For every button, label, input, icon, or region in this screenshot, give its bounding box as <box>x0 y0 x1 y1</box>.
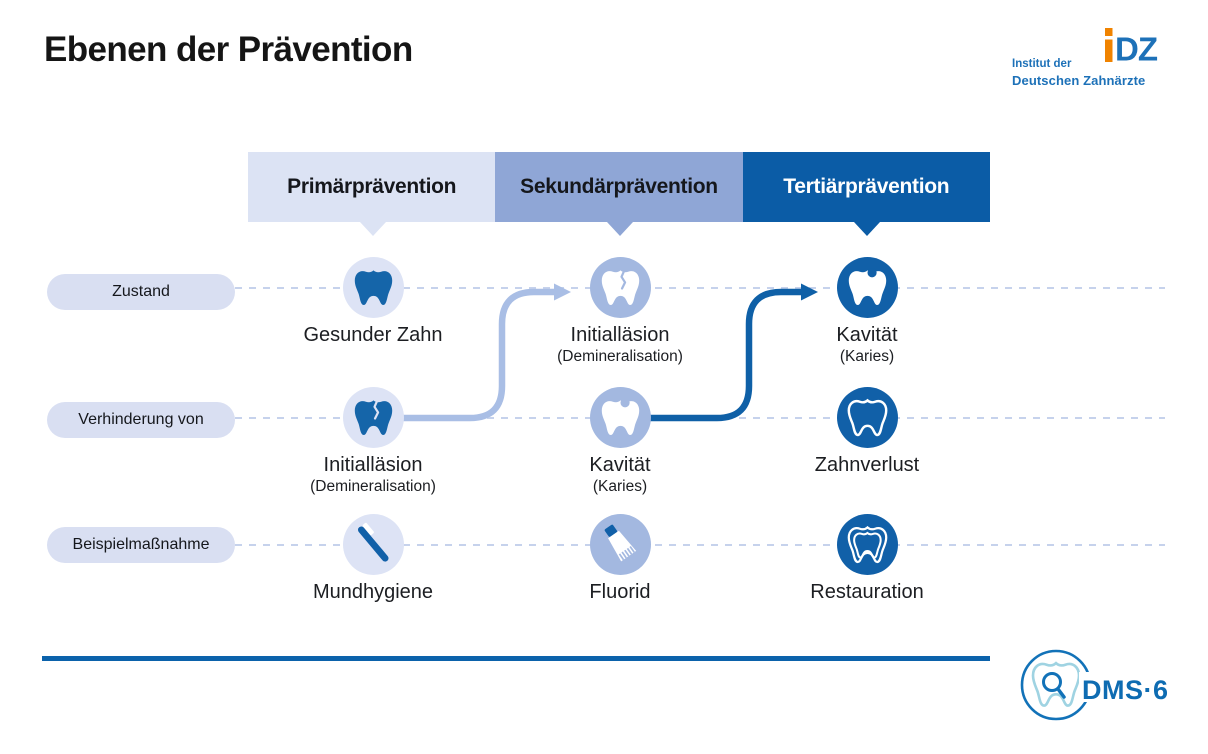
idz-wordmark-icon: DZ <box>1105 28 1159 63</box>
cell-verhinderung-tertiaer: Zahnverlust <box>747 387 987 477</box>
header-primary-prevention: Primärprävention <box>248 152 496 222</box>
tooth-healthy-icon <box>342 257 404 318</box>
cell-massnahme-primaer: Mundhygiene <box>253 514 493 604</box>
idz-i-mark <box>1105 28 1113 62</box>
header-pointer-primary <box>360 222 386 236</box>
dms6-magnifier-icon <box>1042 672 1066 699</box>
toothpaste-icon <box>589 514 651 575</box>
row-guide-line-1 <box>235 287 1165 289</box>
dms6-logo: DMS·6 <box>1020 649 1176 721</box>
row-label-beispielmassnahme: Beispielmaßnahme <box>47 527 235 563</box>
bottom-divider <box>42 656 990 661</box>
cell-title: Restauration <box>810 581 924 603</box>
toothbrush-icon <box>342 514 404 575</box>
header-pointer-tertiary <box>854 222 880 236</box>
idz-institute-line1: Institut der <box>1012 58 1072 70</box>
cell-zustand-tertiaer: Kavität (Karies) <box>747 257 987 366</box>
cell-title: Gesunder Zahn <box>303 324 443 346</box>
cell-title: Kavität <box>589 454 651 476</box>
header-pointer-secondary <box>607 222 633 236</box>
cell-subtitle: (Karies) <box>839 348 895 365</box>
dms6-label: DMS·6 <box>1082 675 1169 705</box>
cell-subtitle: (Demineralisation) <box>557 348 683 365</box>
idz-institute-line2: Deutschen Zahnärzte <box>1012 73 1146 88</box>
tooth-initial-lesion-icon <box>342 387 404 448</box>
prevention-levels-header: Primärprävention Sekundärprävention Tert… <box>248 152 990 222</box>
page-title: Ebenen der Prävention <box>44 30 413 69</box>
cell-title: Initialläsion <box>570 324 670 346</box>
cell-verhinderung-sekundaer: Kavität (Karies) <box>500 387 740 496</box>
dms6-tooth-icon <box>1031 661 1081 707</box>
cell-verhinderung-primaer: Initialläsion (Demineralisation) <box>253 387 493 496</box>
header-secondary-prevention: Sekundärprävention <box>495 152 743 222</box>
cell-zustand-sekundaer: Initialläsion (Demineralisation) <box>500 257 740 366</box>
cell-subtitle: (Demineralisation) <box>310 478 436 495</box>
tooth-cavity-icon <box>589 387 651 448</box>
tooth-loss-icon <box>836 387 898 448</box>
row-label-verhinderung-von: Verhinderung von <box>47 402 235 438</box>
row-guide-line-3 <box>235 544 1165 546</box>
idz-logo: DZ Institut der Deutschen Zahnärzte <box>1010 28 1166 90</box>
cell-subtitle: (Karies) <box>592 478 648 495</box>
cell-title: Fluorid <box>589 581 651 603</box>
row-label-zustand: Zustand <box>47 274 235 310</box>
tooth-initial-lesion-icon <box>589 257 651 318</box>
cell-title: Zahnverlust <box>814 454 920 476</box>
idz-dz-letters: DZ <box>1115 31 1158 63</box>
header-tertiary-prevention: Tertiärprävention <box>742 152 990 222</box>
cell-massnahme-sekundaer: Fluorid <box>500 514 740 604</box>
cell-title: Mundhygiene <box>312 581 434 603</box>
cell-title: Kavität <box>836 324 898 346</box>
cell-title: Initialläsion <box>323 454 423 476</box>
tooth-restored-icon <box>836 514 898 575</box>
cell-massnahme-tertiaer: Restauration <box>747 514 987 604</box>
tooth-cavity-icon <box>836 257 898 318</box>
cell-zustand-primaer: Gesunder Zahn <box>253 257 493 347</box>
